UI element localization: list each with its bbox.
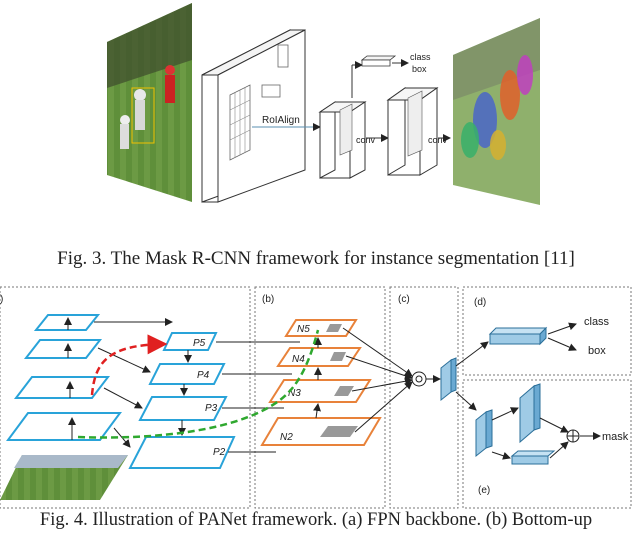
n2-label: N2 — [280, 432, 293, 443]
box-label: box — [412, 64, 427, 74]
class-box-fc — [360, 55, 397, 61]
fig3-caption: Fig. 3. The Mask R-CNN framework for ins… — [57, 248, 575, 269]
n5-label: N5 — [297, 324, 310, 335]
fpn-level-p2 — [128, 436, 236, 469]
p5-label: P5 — [193, 338, 206, 349]
conv2-label: conv — [428, 135, 448, 145]
panel-e-label: (e) — [478, 485, 490, 496]
backbone-level-3 — [13, 376, 111, 399]
mask-head-deconv — [519, 383, 541, 444]
panel-e-frame — [462, 379, 632, 509]
panel-c-frame — [389, 286, 459, 509]
mask-head-fc — [510, 450, 556, 465]
panel-a-label: ) — [0, 294, 3, 305]
mask-rcnn-figure: RoIAlign conv class box conv — [107, 3, 540, 205]
panel-c-label: (c) — [398, 294, 410, 305]
conv1-label: conv — [356, 135, 376, 145]
fpn-level-p5 — [162, 332, 218, 351]
conv-block-2 — [386, 87, 439, 176]
panel-b-frame — [254, 286, 386, 509]
fig4-caption: Fig. 4. Illustration of PANet framework.… — [39, 510, 593, 530]
fusion-plus-icon — [566, 429, 580, 443]
red-path-arrow — [90, 334, 168, 396]
input-image — [107, 3, 192, 202]
mask-label: mask — [602, 431, 629, 443]
pan-level-n2 — [260, 417, 382, 446]
fpn-level-p4 — [148, 363, 226, 385]
fusion-node — [411, 371, 427, 387]
backbone-level-4 — [23, 339, 103, 359]
panel-a-frame — [0, 286, 251, 509]
box-head-fc — [488, 326, 548, 346]
roialign-label: RoIAlign — [262, 115, 300, 126]
fpn-level-p3 — [138, 396, 228, 421]
panet-figure: ) (b) (c) (d) (e) — [0, 286, 632, 509]
backbone-levels — [6, 314, 122, 441]
mask-head-conv — [475, 409, 493, 458]
conv-block-1 — [318, 101, 367, 179]
green-path-arrow — [77, 329, 320, 439]
pan-level-n3 — [268, 379, 372, 403]
n4-label: N4 — [292, 354, 305, 365]
panel-b-label: (b) — [262, 294, 274, 305]
panel-d-label: (d) — [474, 297, 486, 308]
feature-map-block — [201, 29, 306, 203]
output-image — [453, 18, 540, 205]
panel-d-frame — [462, 286, 632, 376]
p4-label: P4 — [197, 370, 210, 381]
backbone-level-5 — [33, 314, 101, 331]
class-label: class — [410, 52, 431, 62]
panet-box-label: box — [588, 345, 606, 357]
p3-label: P3 — [205, 403, 218, 414]
fpn-levels — [128, 332, 236, 469]
fused-feature-block — [440, 357, 457, 402]
backbone-level-2 — [6, 412, 122, 441]
p2-label: P2 — [213, 447, 226, 458]
n3-label: N3 — [288, 388, 301, 399]
panet-class-label: class — [584, 316, 610, 328]
panet-input-image — [0, 455, 128, 500]
